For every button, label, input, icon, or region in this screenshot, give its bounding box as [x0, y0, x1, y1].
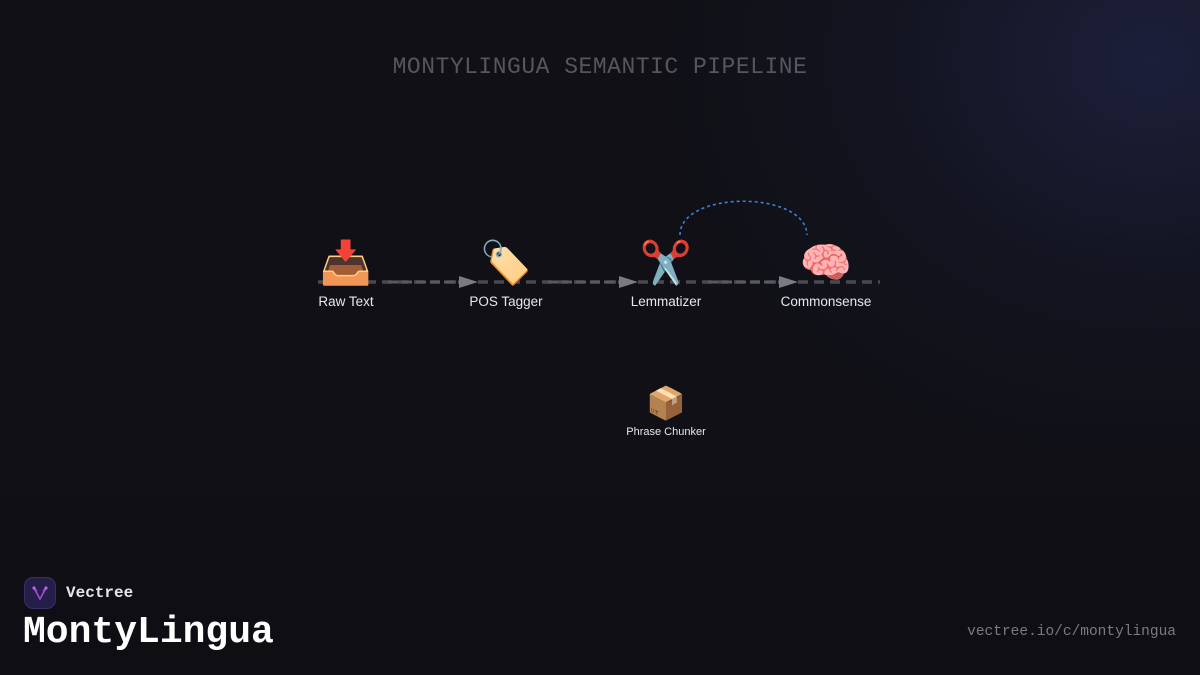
edge-pos-tagger-to-lemmatizer	[548, 276, 638, 288]
node-commonsense[interactable]: 🧠 Commonsense	[746, 238, 906, 309]
diagram-title: MONTYLINGUA SEMANTIC PIPELINE	[392, 54, 808, 80]
vectree-logo-icon	[24, 577, 56, 609]
arrowhead-icon	[779, 276, 798, 288]
node-label: Phrase Chunker	[626, 426, 706, 438]
arrowhead-icon	[619, 276, 638, 288]
edge-lemmatizer-to-commonsense	[708, 276, 798, 288]
package-icon: 📦	[646, 385, 686, 421]
brand: Vectree	[24, 577, 133, 609]
node-label: POS Tagger	[469, 294, 543, 309]
node-pos-tagger[interactable]: 🏷️ POS Tagger	[426, 238, 586, 309]
node-phrase-chunker[interactable]: 📦 Phrase Chunker	[586, 384, 746, 438]
node-label: Raw Text	[318, 294, 374, 309]
brain-icon: 🧠	[799, 239, 853, 286]
footer-url[interactable]: vectree.io/c/montylingua	[967, 624, 1176, 640]
arrowhead-icon	[459, 276, 478, 288]
node-lemmatizer[interactable]: ✂️ Lemmatizer	[586, 238, 746, 309]
tag-icon: 🏷️	[479, 239, 533, 286]
node-label: Lemmatizer	[630, 294, 702, 309]
node-label: Commonsense	[780, 294, 872, 309]
scissors-icon: ✂️	[639, 239, 693, 286]
inbox-tray-icon: 📥	[319, 239, 373, 286]
product-title: MontyLingua	[23, 611, 274, 654]
brand-name: Vectree	[66, 584, 134, 602]
edge-lemmatizer-commonsense-arc	[679, 200, 808, 236]
edge-raw-text-to-pos-tagger	[388, 276, 478, 288]
node-raw-text[interactable]: 📥 Raw Text	[266, 238, 426, 309]
